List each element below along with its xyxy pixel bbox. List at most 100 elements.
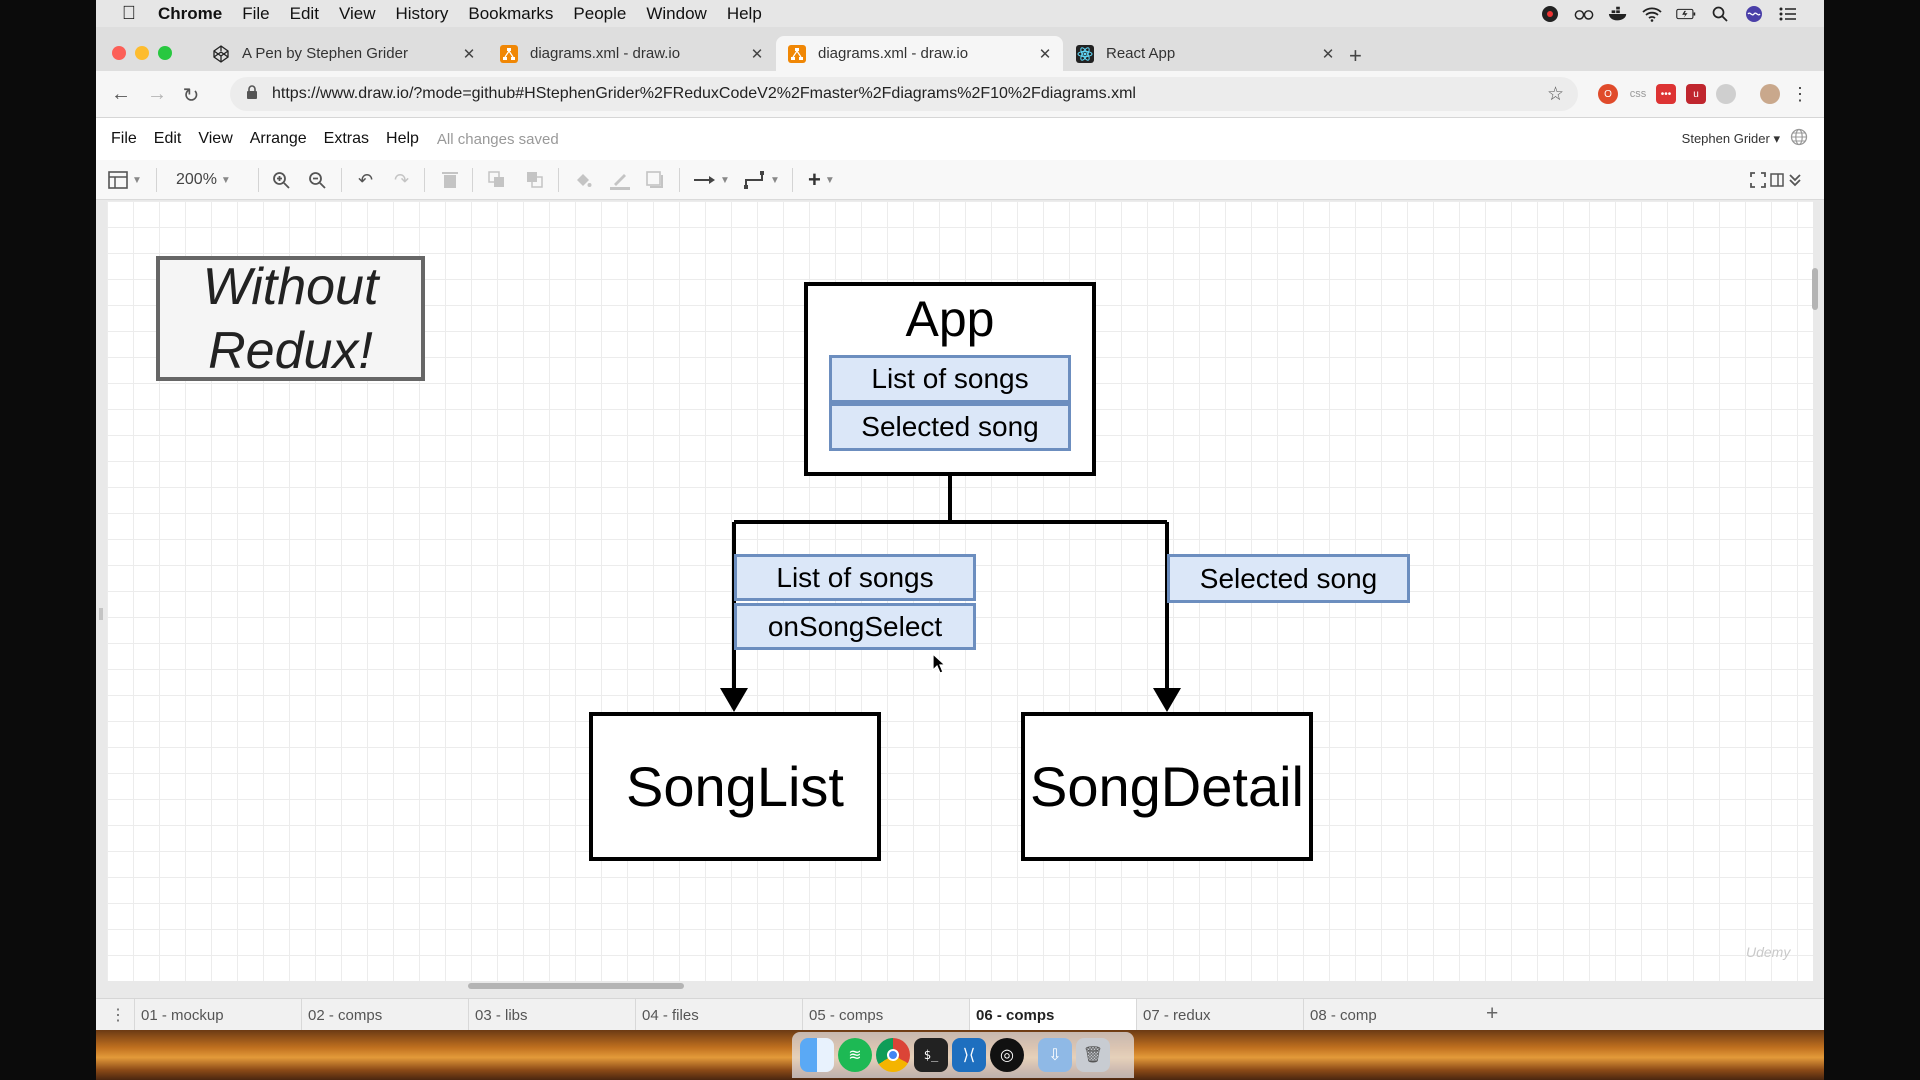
- line-color-icon[interactable]: [610, 169, 630, 191]
- wifi-icon[interactable]: [1642, 5, 1662, 23]
- address-bar[interactable]: https://www.draw.io/?mode=github#HStephe…: [230, 77, 1578, 111]
- close-tab-icon[interactable]: ✕: [750, 45, 764, 63]
- menubar-item-bookmarks[interactable]: Bookmarks: [468, 3, 554, 23]
- app-prop-selected-song[interactable]: Selected song: [829, 403, 1071, 451]
- bookmark-star-icon[interactable]: ☆: [1546, 84, 1564, 105]
- docker-icon[interactable]: [1608, 5, 1628, 23]
- drawio-menu-help[interactable]: Help: [386, 130, 419, 147]
- browser-tab-drawio-active[interactable]: diagrams.xml - draw.io ✕: [776, 36, 1063, 71]
- page-tab-08[interactable]: 08 - comp: [1303, 999, 1470, 1030]
- menubar-app-name[interactable]: Chrome: [158, 3, 223, 23]
- ublock-extension-icon[interactable]: u: [1686, 84, 1706, 104]
- format-panel-icon[interactable]: [1770, 169, 1784, 191]
- extension-red-icon[interactable]: •••: [1656, 84, 1676, 104]
- page-tab-01[interactable]: 01 - mockup: [134, 999, 301, 1030]
- insert-plus-icon[interactable]: +▼: [808, 167, 835, 192]
- minimize-window-button[interactable]: [135, 46, 149, 60]
- page-tab-07[interactable]: 07 - redux: [1136, 999, 1303, 1030]
- waypoints-icon[interactable]: ▼: [744, 169, 780, 191]
- page-tab-04[interactable]: 04 - files: [635, 999, 802, 1030]
- drawio-menu-extras[interactable]: Extras: [323, 130, 370, 147]
- drawio-menu-file[interactable]: File: [111, 130, 137, 147]
- browser-tab-drawio-1[interactable]: diagrams.xml - draw.io ✕: [488, 36, 775, 71]
- zoom-in-icon[interactable]: [272, 169, 290, 191]
- spotify-icon[interactable]: ≋: [838, 1038, 872, 1072]
- songdetail-prop-selected-song[interactable]: Selected song: [1167, 554, 1410, 603]
- close-window-button[interactable]: [112, 46, 126, 60]
- songdetail-component-box[interactable]: SongDetail: [1021, 712, 1313, 861]
- songlist-prop-onsongselect[interactable]: onSongSelect: [734, 603, 976, 650]
- record-icon[interactable]: [1540, 5, 1560, 23]
- songlist-component-box[interactable]: SongList: [589, 712, 881, 861]
- menubar-item-people[interactable]: People: [573, 3, 627, 23]
- profile-avatar[interactable]: [1760, 84, 1780, 104]
- collapse-toolbar-icon[interactable]: [1788, 169, 1802, 191]
- macos-menubar:  Chrome File Edit View History Bookmark…: [96, 0, 1824, 27]
- add-page-button[interactable]: +: [1486, 1002, 1499, 1025]
- downloads-folder-icon[interactable]: ⇩: [1038, 1038, 1072, 1072]
- browser-tab-codepen[interactable]: A Pen by Stephen Grider ✕: [200, 36, 487, 71]
- shadow-icon[interactable]: [646, 169, 664, 191]
- trash-icon[interactable]: 🗑: [1076, 1038, 1110, 1072]
- menubar-item-window[interactable]: Window: [646, 3, 707, 23]
- format-panel-toggle[interactable]: ▼: [108, 169, 142, 191]
- app-prop-list-of-songs[interactable]: List of songs: [829, 355, 1071, 403]
- undo-icon[interactable]: ↶: [358, 169, 374, 190]
- songlist-prop-list-of-songs[interactable]: List of songs: [734, 554, 976, 601]
- connection-style-icon[interactable]: ▼: [694, 169, 730, 191]
- terminal-icon[interactable]: $_: [914, 1038, 948, 1072]
- vscode-icon[interactable]: ⟩⟨: [952, 1038, 986, 1072]
- finder-icon[interactable]: [800, 1038, 834, 1072]
- siri-icon[interactable]: [1744, 5, 1764, 23]
- spotlight-search-icon[interactable]: [1710, 5, 1730, 23]
- fill-color-icon[interactable]: [574, 169, 592, 191]
- apple-icon[interactable]: : [118, 3, 140, 25]
- new-tab-button[interactable]: +: [1349, 43, 1362, 68]
- close-tab-icon[interactable]: ✕: [1038, 45, 1052, 63]
- sidebar-collapse-handle[interactable]: [99, 608, 103, 620]
- forward-icon[interactable]: →: [147, 83, 167, 105]
- menubar-item-edit[interactable]: Edit: [289, 3, 319, 23]
- page-tab-03[interactable]: 03 - libs: [468, 999, 635, 1030]
- vertical-scrollbar[interactable]: [1812, 268, 1818, 310]
- page-tab-02[interactable]: 02 - comps: [301, 999, 468, 1030]
- obs-icon[interactable]: ◎: [990, 1038, 1024, 1072]
- to-back-icon[interactable]: [526, 169, 544, 191]
- close-tab-icon[interactable]: ✕: [462, 45, 476, 63]
- fullscreen-icon[interactable]: [1750, 169, 1766, 191]
- pages-menu-icon[interactable]: ⋮: [110, 1007, 126, 1024]
- extension-gray-icon[interactable]: [1716, 84, 1736, 104]
- menubar-item-help[interactable]: Help: [726, 3, 762, 23]
- drawio-menu-edit[interactable]: Edit: [153, 130, 182, 147]
- drawio-menu-view[interactable]: View: [198, 130, 233, 147]
- user-menu[interactable]: Stephen Grider ▾: [1682, 131, 1780, 147]
- opera-extension-icon[interactable]: O: [1598, 84, 1618, 104]
- menubar-item-history[interactable]: History: [395, 3, 449, 23]
- horizontal-scrollbar[interactable]: [468, 983, 684, 989]
- glasses-icon[interactable]: [1574, 5, 1594, 23]
- zoom-window-button[interactable]: [158, 46, 172, 60]
- to-front-icon[interactable]: [488, 169, 506, 191]
- css-extension-icon[interactable]: css: [1629, 88, 1647, 100]
- page-tab-05[interactable]: 05 - comps: [802, 999, 969, 1030]
- delete-icon[interactable]: [442, 169, 458, 191]
- battery-icon[interactable]: [1676, 5, 1696, 23]
- menubar-item-view[interactable]: View: [338, 3, 376, 23]
- menubar-item-file[interactable]: File: [242, 3, 270, 23]
- chrome-icon[interactable]: [876, 1038, 910, 1072]
- page-tab-06-active[interactable]: 06 - comps: [969, 999, 1136, 1030]
- redo-icon[interactable]: ↷: [394, 169, 410, 190]
- browser-tab-react-app[interactable]: React App ✕: [1064, 36, 1346, 71]
- tab-title: diagrams.xml - draw.io: [530, 45, 681, 62]
- zoom-select[interactable]: 200%▼: [176, 171, 231, 188]
- back-icon[interactable]: ←: [111, 83, 131, 105]
- zoom-out-icon[interactable]: [308, 169, 326, 191]
- drawio-menu-arrange[interactable]: Arrange: [249, 130, 307, 147]
- reload-icon[interactable]: ↻: [182, 85, 200, 107]
- without-redux-note[interactable]: Without Redux!: [156, 256, 425, 381]
- chrome-menu-icon[interactable]: ⋮: [1791, 83, 1809, 104]
- lock-icon: [246, 85, 258, 103]
- close-tab-icon[interactable]: ✕: [1321, 45, 1335, 63]
- notification-center-icon[interactable]: [1778, 5, 1798, 23]
- language-globe-icon[interactable]: [1790, 128, 1808, 151]
